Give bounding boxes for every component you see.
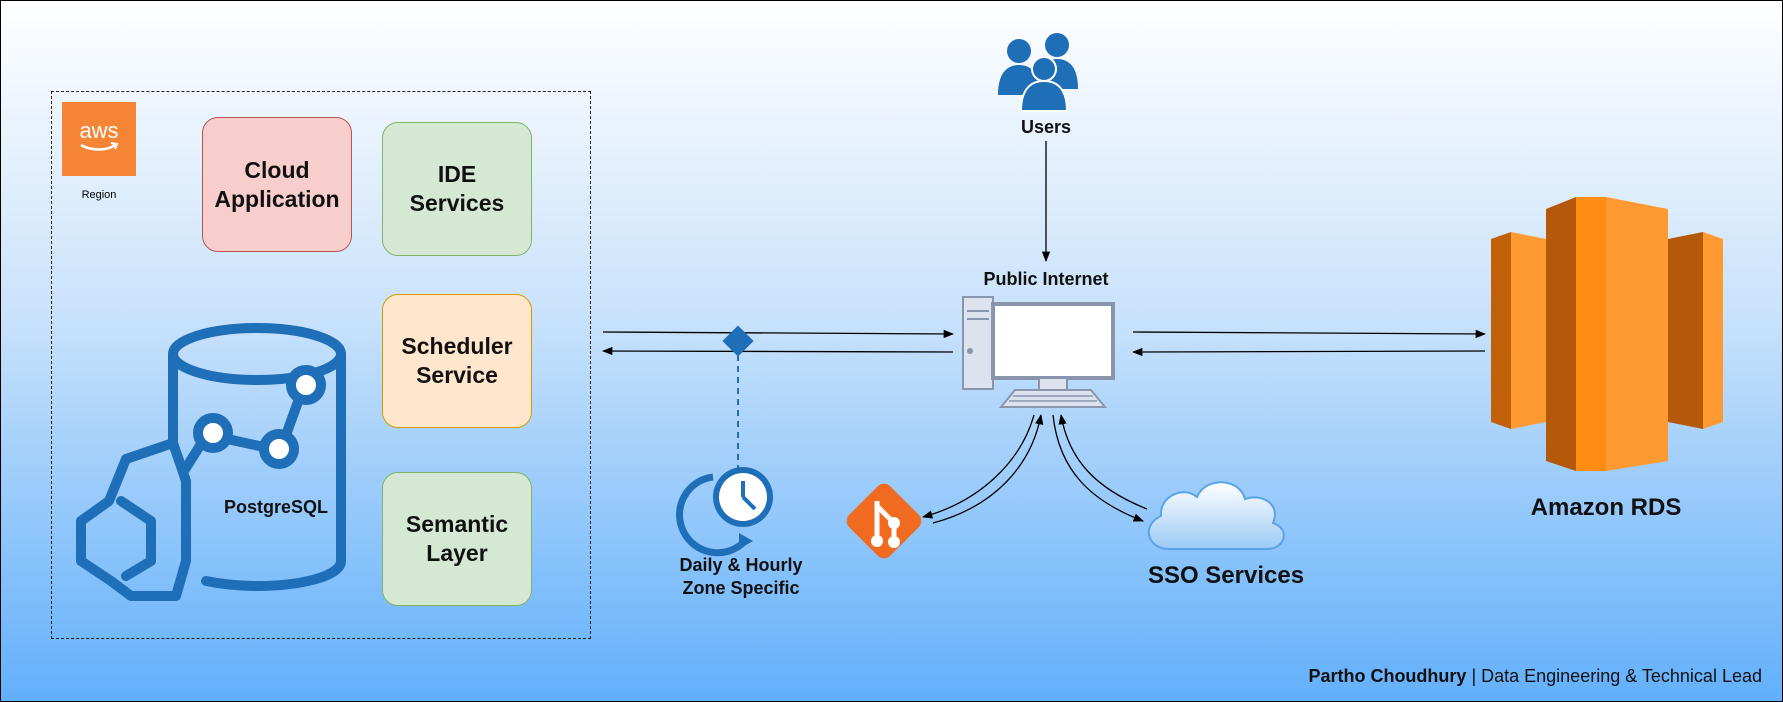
scheduler-service-label: Scheduler Service <box>401 333 513 388</box>
aws-logo-text: aws <box>79 118 119 143</box>
internet-to-git-arrow <box>921 414 1035 519</box>
ide-services-box: IDE Services <box>382 122 532 256</box>
aws-region-container <box>51 91 591 639</box>
region-label: Region <box>81 189 117 201</box>
sso-services-label: SSO Services <box>1147 562 1305 589</box>
users-label: Users <box>1020 117 1072 137</box>
internet-to-sso-arrow <box>1052 414 1144 522</box>
postgresql-label: PostgreSQL <box>223 497 329 517</box>
region-to-internet-arrow <box>602 329 955 339</box>
internet-to-rds-arrow <box>1132 329 1487 339</box>
clock-icon <box>676 467 773 557</box>
computer-icon <box>962 296 1115 408</box>
footer-author: Partho Choudhury <box>1308 666 1467 686</box>
footer-separator: | <box>1466 666 1482 686</box>
internet-to-region-arrow <box>601 346 954 356</box>
aws-smile-icon <box>80 142 119 151</box>
rds-to-internet-arrow <box>1131 347 1486 357</box>
schedule-label: Daily & Hourly Zone Specific <box>679 555 803 599</box>
git-to-internet-arrow <box>932 413 1044 524</box>
postgresql-icon <box>76 323 346 601</box>
footer-credit: Partho Choudhury | Data Engineering & Te… <box>1308 666 1762 687</box>
ide-services-label: IDE Services <box>409 161 505 216</box>
semantic-layer-label: Semantic Layer <box>405 511 509 566</box>
cloud-icon <box>1147 481 1285 550</box>
footer-role: Data Engineering & Technical Lead <box>1481 666 1762 686</box>
sso-to-internet-arrow <box>1058 413 1148 510</box>
aws-logo: aws <box>62 102 136 176</box>
cloud-application-label: Cloud Application <box>214 156 340 212</box>
semantic-layer-box: Semantic Layer <box>382 472 532 606</box>
users-icon <box>998 33 1078 112</box>
scheduler-service-box: Scheduler Service <box>382 294 532 428</box>
public-internet-label: Public Internet <box>983 269 1109 289</box>
rds-icon <box>1491 197 1723 471</box>
git-icon <box>846 483 922 559</box>
amazon-rds-label: Amazon RDS <box>1530 494 1682 521</box>
schedule-diamond <box>722 325 754 357</box>
cloud-application-box: Cloud Application <box>202 117 352 252</box>
